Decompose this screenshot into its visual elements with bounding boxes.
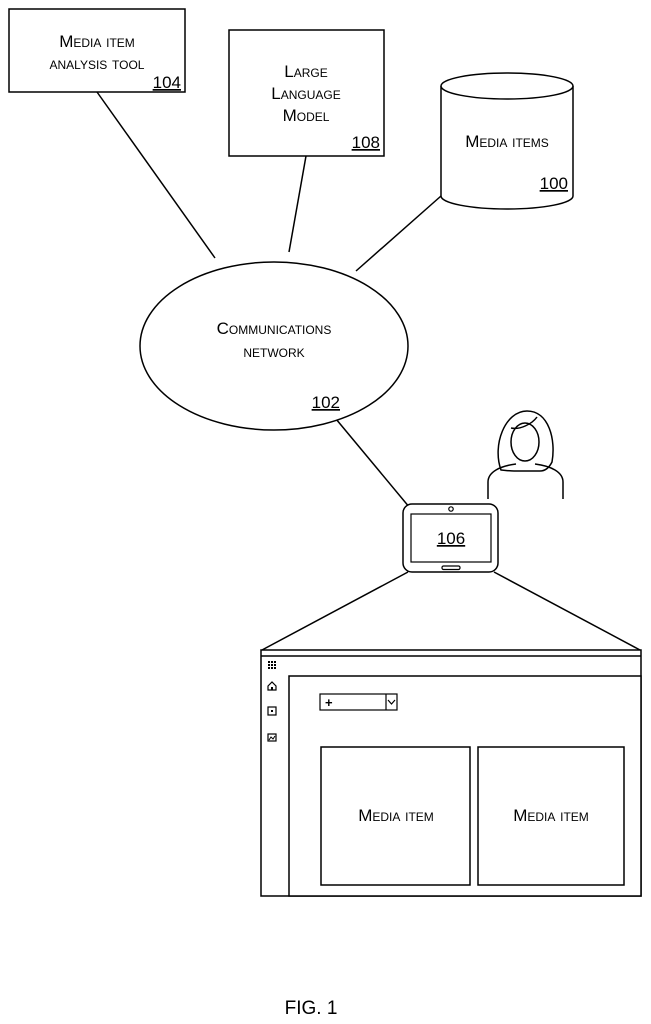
llm-label-line3: Model	[283, 106, 330, 125]
media-item-card-1[interactable]: Media item	[321, 747, 470, 885]
media-items-db-label: Media items	[465, 132, 549, 151]
media-item-card-1-label: Media item	[358, 806, 434, 825]
connector-db-network	[356, 196, 441, 271]
network-label-line1: Communications	[217, 319, 332, 338]
ui-mockup-window: + Media item Media item	[261, 650, 641, 896]
connector-llm-network	[289, 156, 306, 252]
create-dropdown[interactable]: +	[320, 694, 397, 710]
dropdown-plus-icon: +	[325, 695, 333, 710]
network-ref: 102	[312, 393, 340, 412]
media-items-db-node: Media items 100	[441, 73, 573, 209]
connector-network-device	[336, 419, 410, 508]
device-home-button-icon	[442, 566, 460, 570]
add-photo-icon[interactable]	[268, 707, 276, 715]
media-items-db-ref: 100	[540, 174, 568, 193]
analysis-tool-label-line1: Media item	[59, 32, 135, 51]
analysis-tool-node: Media item analysis tool 104	[9, 9, 185, 92]
projection-line-right	[494, 572, 640, 650]
llm-label-line1: Large	[284, 62, 327, 81]
image-icon[interactable]	[268, 734, 276, 741]
llm-label-line2: Language	[271, 84, 340, 103]
device-camera-icon	[449, 507, 453, 511]
figure-caption: FIG. 1	[285, 998, 338, 1019]
analysis-tool-ref: 104	[153, 73, 181, 92]
llm-node: Large Language Model 108	[229, 30, 384, 156]
media-item-card-2-label: Media item	[513, 806, 589, 825]
device-ref: 106	[437, 529, 465, 548]
network-node: Communications network 102	[140, 262, 408, 430]
llm-ref: 108	[352, 133, 380, 152]
analysis-tool-label-line2: analysis tool	[50, 54, 145, 73]
network-label-line2: network	[243, 342, 304, 361]
device-node: 106	[403, 504, 498, 572]
user-icon	[488, 411, 563, 499]
projection-line-left	[262, 572, 408, 650]
media-item-card-2[interactable]: Media item	[478, 747, 624, 885]
grid-menu-icon[interactable]	[268, 661, 276, 669]
connector-tool-network	[97, 92, 215, 258]
